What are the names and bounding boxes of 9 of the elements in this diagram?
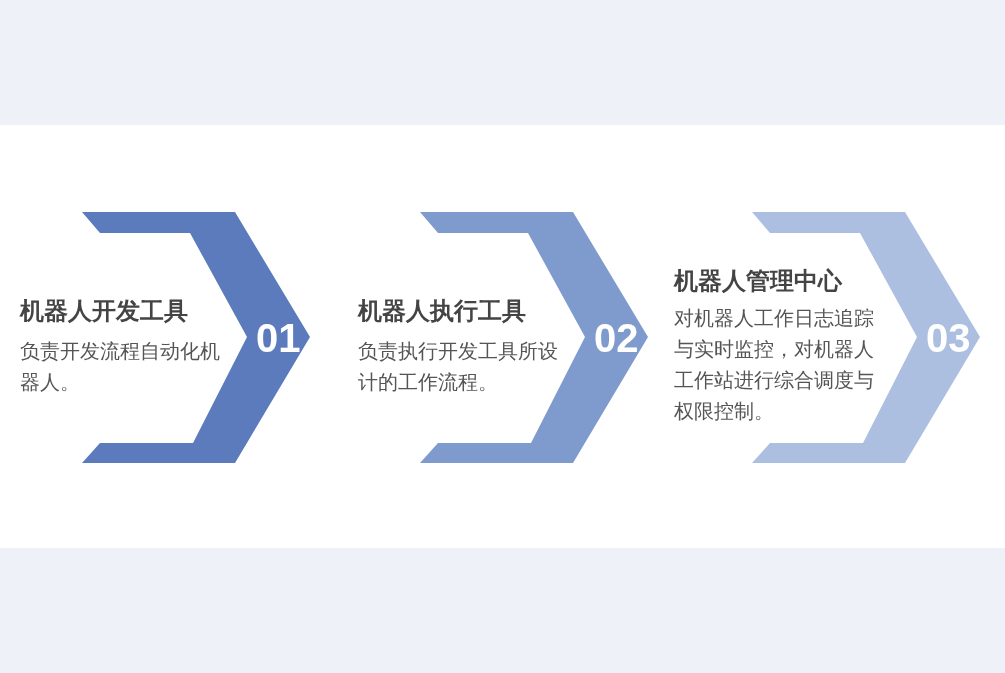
step-title: 机器人管理中心 (674, 266, 842, 296)
step-description: 负责执行开发工具所设计的工作流程。 (358, 338, 558, 396)
step-description: 负责开发流程自动化机器人。 (20, 338, 220, 396)
step-title: 机器人执行工具 (358, 296, 526, 326)
step-number: 01 (256, 316, 301, 360)
step-description: 对机器人工作日志追踪与实时监控，对机器人工作站进行综合调度与权限控制。 (674, 305, 875, 425)
step-title: 机器人开发工具 (20, 296, 188, 326)
step-number: 03 (926, 316, 971, 360)
step-number: 02 (594, 316, 639, 360)
